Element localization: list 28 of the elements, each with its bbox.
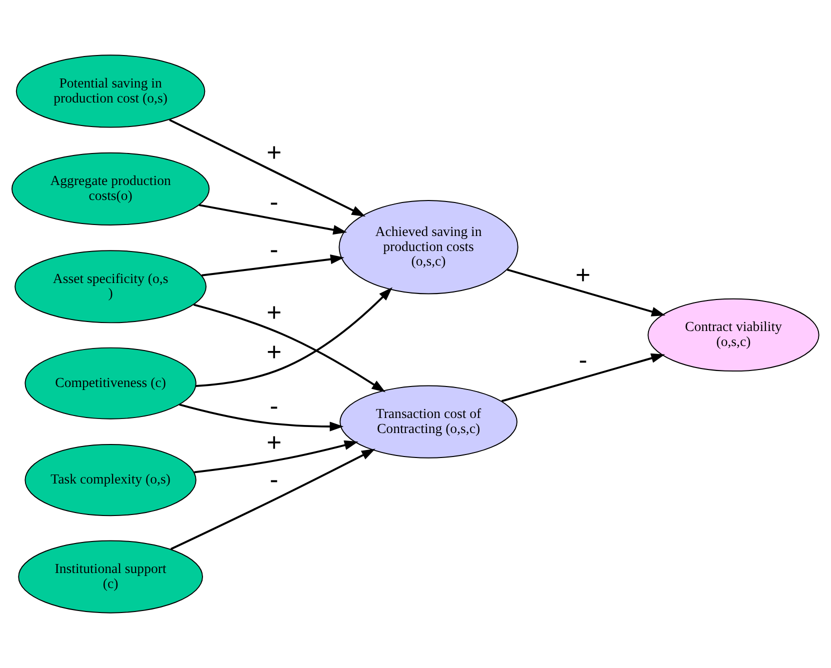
arrow <box>506 268 666 316</box>
node-ellipse: Asset specificity (o,s ) <box>14 250 207 324</box>
arrow <box>169 118 366 217</box>
arrow <box>194 440 358 474</box>
node-ellipse: Contract viability (o,s,c) <box>648 298 820 372</box>
node-ellipse: Task complexity (o,s) <box>24 444 196 516</box>
edge-label: - <box>270 466 278 494</box>
edge-label: + <box>266 139 282 168</box>
node-ellipse: Institutional support (c) <box>18 540 203 614</box>
node-ellipse: Potential saving in production cost (o,s) <box>16 54 206 128</box>
edge-label: - <box>270 236 278 264</box>
edge-label: + <box>266 298 282 327</box>
arrow <box>202 254 344 276</box>
edge-label: - <box>270 392 278 421</box>
arrow <box>179 404 344 432</box>
edge-label: + <box>266 429 282 458</box>
arrow <box>198 204 348 235</box>
arrow <box>170 448 376 550</box>
edge-label: - <box>578 346 588 374</box>
node-ellipse: Aggregate production costs(o) <box>11 152 210 226</box>
node-ellipse: Competitiveness (c) <box>24 347 196 420</box>
arrow <box>501 353 666 402</box>
arrow <box>193 304 386 392</box>
edge-label: + <box>266 338 282 366</box>
node-ellipse: Achieved saving in production costs (o,s,c) <box>338 200 518 294</box>
edge-label: + <box>575 261 590 290</box>
edge-label: - <box>270 188 278 216</box>
arrow <box>196 287 392 388</box>
